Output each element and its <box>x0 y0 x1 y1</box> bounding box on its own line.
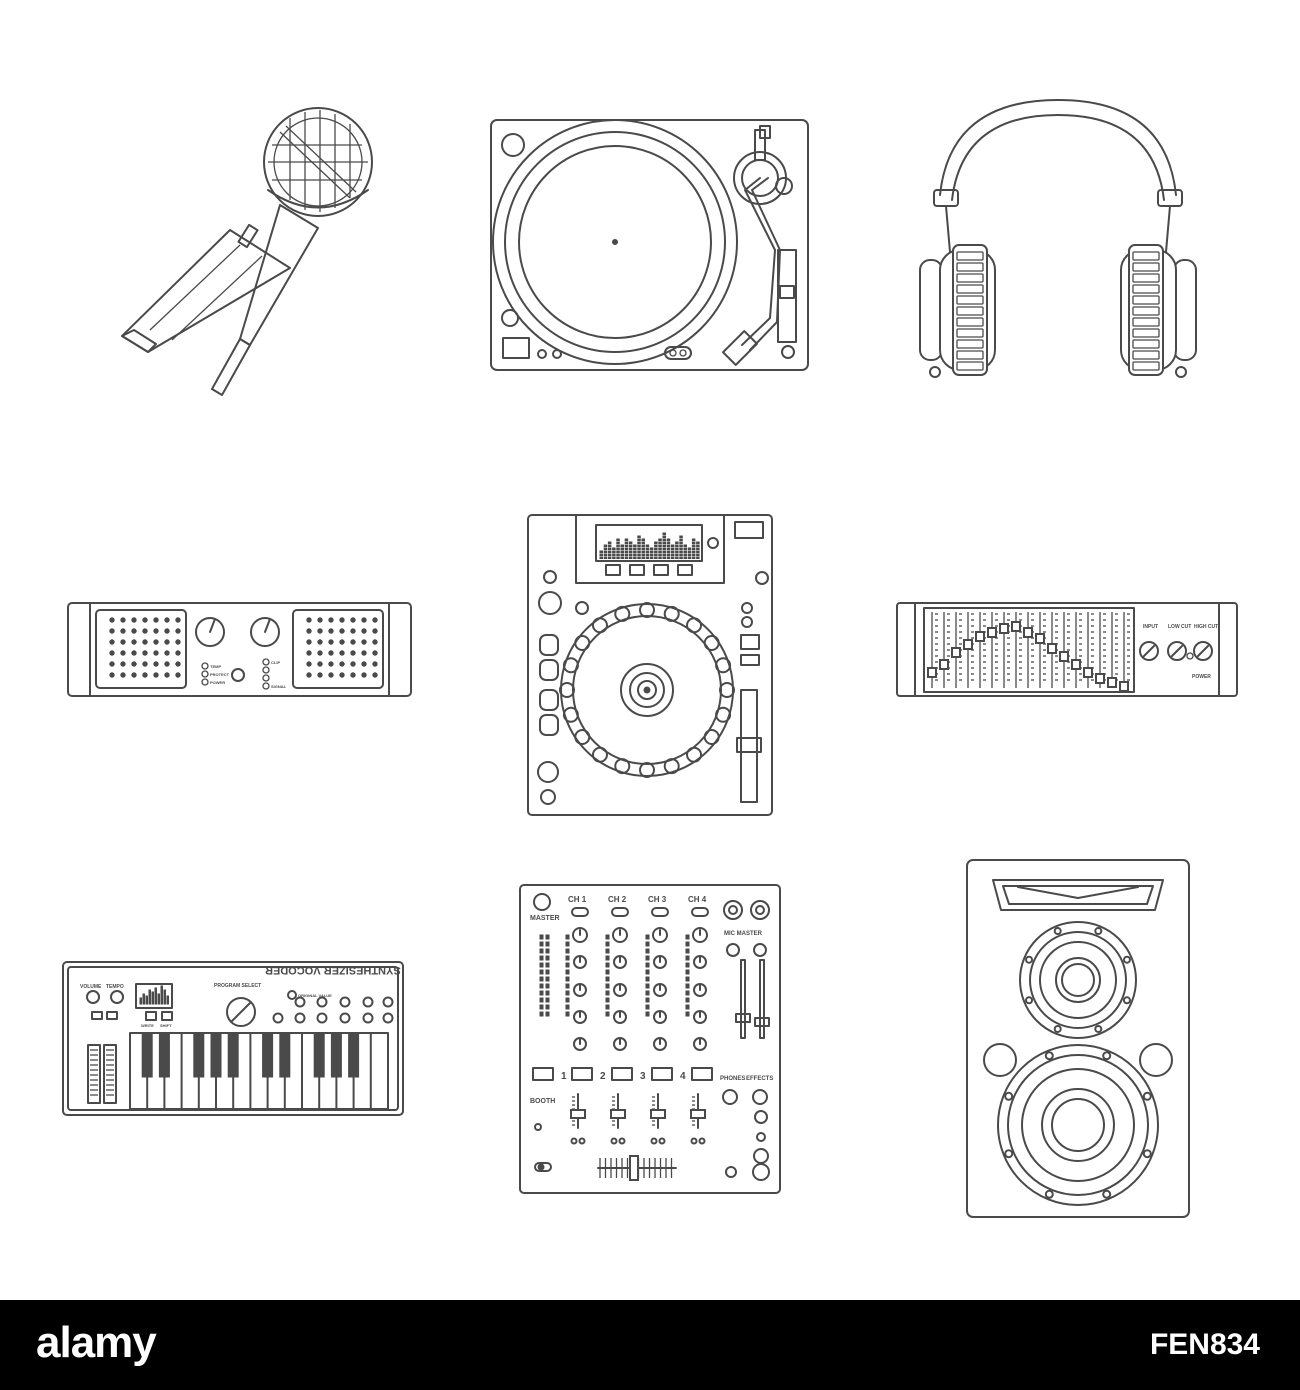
speaker-monitor-icon <box>966 859 1190 1218</box>
power-amplifier-icon: TEMP PROTECT POWER CLIP SIGNAL <box>67 602 412 697</box>
graphic-equalizer-icon: INPUT LOW CUT HIGH CUT POWER <box>896 602 1238 697</box>
image-id: FEN834 <box>1149 1328 1260 1361</box>
synth-tempo-label: TEMPO <box>106 984 124 990</box>
mixer-effects-label: EFFECTS <box>746 1076 773 1082</box>
synth-volume-label: VOLUME <box>80 984 102 990</box>
amp-clip-label: CLIP <box>271 660 280 665</box>
mixer-mic-master-label: MIC MASTER <box>724 931 763 937</box>
eq-low-cut-label: LOW CUT <box>1168 624 1191 630</box>
dj-equipment-icon-set: TEMP PROTECT POWER CLIP SIGNAL <box>62 99 1238 1218</box>
synth-original-value-label: ORIGINAL VALUE <box>298 993 332 998</box>
mixer-ch1-label: CH 1 <box>568 895 587 904</box>
mixer-master-label: MASTER <box>530 915 560 922</box>
footer-bar: alamy FEN834 <box>0 1300 1300 1390</box>
mixer-ch4-label: CH 4 <box>688 895 707 904</box>
amp-temp-label: TEMP <box>210 664 221 669</box>
cdj-player-icon <box>527 514 773 816</box>
amp-signal-label: SIGNAL <box>271 684 287 689</box>
mixer-num-3: 3 <box>640 1071 646 1082</box>
amp-protect-label: PROTECT <box>210 672 230 677</box>
alamy-logo: alamy <box>36 1318 157 1367</box>
synthesizer-icon: SYNTHESIZER VOCODER VOLUME TEMPO WRITE S… <box>62 961 404 1116</box>
eq-high-cut-label: HIGH CUT <box>1194 624 1218 630</box>
eq-power-label: POWER <box>1192 674 1211 680</box>
headphones-icon <box>919 99 1197 378</box>
microphone-icon <box>121 107 373 396</box>
turntable-icon <box>490 119 809 371</box>
mixer-num-1: 1 <box>561 1071 567 1082</box>
mixer-ch3-label: CH 3 <box>648 895 667 904</box>
synth-write-label: WRITE <box>141 1023 154 1028</box>
synth-brand-label: SYNTHESIZER VOCODER <box>265 964 401 976</box>
mixer-num-2: 2 <box>600 1071 606 1082</box>
synth-program-select-label: PROGRAM SELECT <box>214 983 261 989</box>
mixer-phones-label: PHONES <box>720 1076 745 1082</box>
mixer-num-4: 4 <box>680 1071 686 1082</box>
eq-input-label: INPUT <box>1143 624 1158 630</box>
dj-mixer-icon: MASTER CH 1 CH 2 CH 3 CH 4 MIC MASTER 1 … <box>519 884 781 1194</box>
mixer-booth-label: BOOTH <box>530 1098 555 1105</box>
mixer-ch2-label: CH 2 <box>608 895 627 904</box>
amp-power-label: POWER <box>210 680 225 685</box>
synth-shift-label: SHIFT <box>160 1023 172 1028</box>
